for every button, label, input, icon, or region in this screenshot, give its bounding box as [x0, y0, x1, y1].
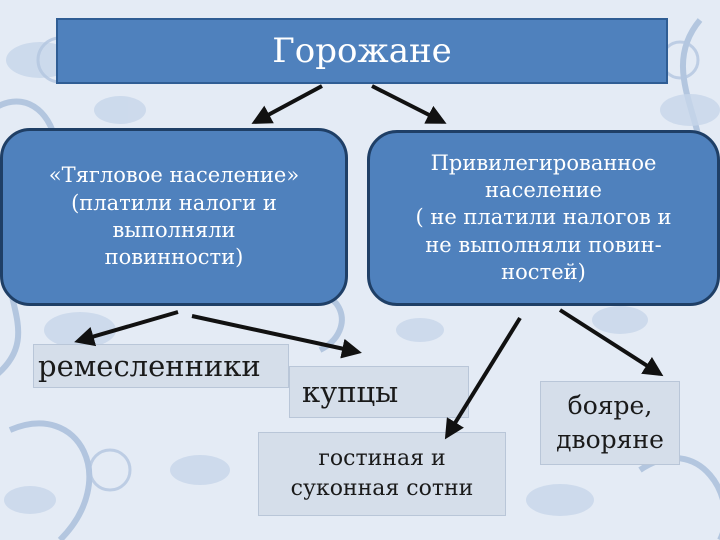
left-line-2: (платили налоги и [71, 190, 277, 215]
sotni-line-1: гостиная и [318, 446, 446, 472]
taxpaying-population-text: «Тягловое население» (платили налоги и в… [49, 162, 299, 271]
sotni-line-2: суконная сотни [290, 476, 474, 501]
nobles-line-2: дворяне [556, 425, 664, 454]
nobles-line-1: бояре, [567, 391, 653, 421]
left-line-1: «Тягловое население» [48, 163, 300, 188]
sotni-box: гостиная и суконная сотни [258, 432, 506, 516]
privileged-population-box: Привилегированное население ( не платили… [367, 130, 720, 306]
merchants-box: купцы [289, 366, 469, 418]
craftsmen-label: ремесленники [38, 349, 261, 383]
title-box: Горожане [56, 18, 668, 84]
right-line-1: Привилегированное [430, 150, 657, 175]
sotni-text: гостиная и суконная сотни [291, 444, 474, 503]
title-text: Горожане [272, 31, 452, 71]
left-line-4: повинности) [104, 245, 244, 270]
nobles-box: бояре, дворяне [540, 381, 680, 465]
right-line-5: ностей) [501, 259, 586, 284]
right-line-4: не выполняли повин- [425, 232, 662, 257]
taxpaying-population-box: «Тягловое население» (платили налоги и в… [0, 128, 348, 306]
privileged-population-text: Привилегированное население ( не платили… [415, 150, 671, 286]
merchants-label: купцы [302, 375, 399, 409]
right-line-2: население [485, 178, 602, 203]
right-line-3: ( не платили налогов и [415, 205, 672, 230]
left-line-3: выполняли [112, 218, 236, 242]
nobles-text: бояре, дворяне [556, 389, 664, 457]
craftsmen-box: ремесленники [33, 344, 289, 388]
